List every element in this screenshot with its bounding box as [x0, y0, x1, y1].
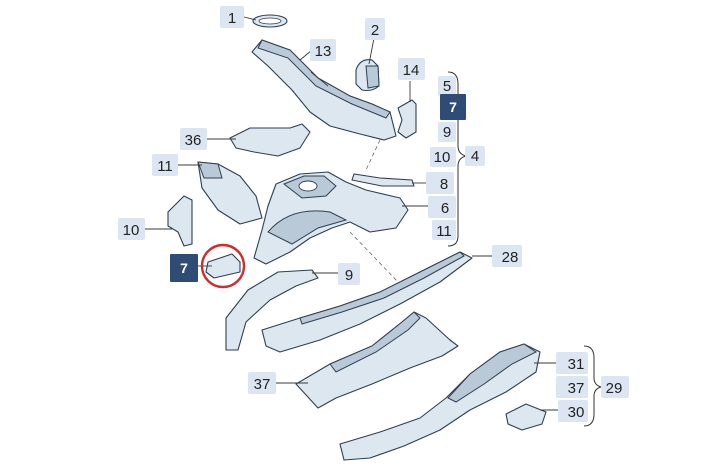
label-29[interactable]: 29 — [601, 376, 629, 398]
part-31-member-top — [447, 343, 537, 403]
part-14-bracket — [397, 99, 417, 139]
svg-text:36: 36 — [185, 132, 202, 149]
svg-text:30: 30 — [568, 404, 585, 421]
svg-text:6: 6 — [441, 200, 449, 217]
part-13-rail-face — [257, 39, 391, 119]
group-label-11[interactable]: 11 — [432, 220, 456, 240]
part-36-panel — [229, 123, 311, 157]
svg-text:5: 5 — [443, 78, 451, 95]
dashed-guide-1 — [349, 231, 399, 283]
part-1-seal-inner — [258, 17, 282, 25]
svg-text:28: 28 — [502, 249, 519, 266]
svg-text:37: 37 — [254, 376, 271, 393]
svg-text:2: 2 — [371, 22, 379, 39]
part-30-bracket — [505, 403, 547, 431]
svg-text:9: 9 — [443, 124, 451, 141]
group-label-10[interactable]: 10 — [430, 147, 456, 167]
part-2-cap-shade — [365, 65, 380, 89]
highlight-circle — [200, 243, 246, 289]
group-label-9[interactable]: 9 — [438, 122, 456, 142]
part-10-bracket — [167, 195, 193, 247]
group-label-4[interactable]: 4 — [465, 146, 485, 166]
dashed-guide-2 — [365, 139, 381, 171]
label-10-left[interactable]: 10 — [118, 218, 145, 240]
label-30[interactable]: 30 — [558, 400, 588, 422]
label-8[interactable]: 8 — [426, 172, 454, 194]
svg-text:37: 37 — [568, 380, 585, 397]
part-7-plate — [205, 253, 241, 279]
part-37-channel-top — [329, 311, 421, 373]
label-1[interactable]: 1 — [220, 6, 244, 28]
svg-text:11: 11 — [436, 223, 452, 240]
svg-text:31: 31 — [568, 356, 585, 373]
svg-text:13: 13 — [315, 43, 332, 60]
part-9-arch — [225, 269, 319, 351]
svg-text:14: 14 — [403, 62, 420, 79]
svg-text:7: 7 — [449, 99, 457, 115]
svg-text:8: 8 — [440, 176, 448, 193]
part-28-rail-edge — [299, 251, 465, 325]
svg-text:4: 4 — [471, 148, 479, 165]
label-36[interactable]: 36 — [180, 128, 207, 150]
svg-text:10: 10 — [434, 149, 451, 166]
label-6[interactable]: 6 — [428, 196, 456, 218]
label-13[interactable]: 13 — [310, 39, 336, 61]
svg-text:11: 11 — [157, 158, 173, 175]
wheelhouse-hole — [298, 180, 318, 192]
group-label-5[interactable]: 5 — [438, 76, 456, 96]
wheelhouse-arch — [267, 210, 348, 245]
label-37-upper[interactable]: 37 — [248, 372, 276, 394]
group-label-7[interactable]: 7 — [440, 94, 466, 120]
svg-text:29: 29 — [606, 380, 623, 397]
label-14[interactable]: 14 — [398, 58, 425, 80]
svg-text:7: 7 — [180, 260, 188, 276]
label-9-middle[interactable]: 9 — [338, 263, 360, 285]
part-11-shade — [197, 161, 223, 179]
label-2[interactable]: 2 — [365, 18, 385, 40]
label-28[interactable]: 28 — [492, 245, 522, 267]
svg-text:10: 10 — [123, 222, 140, 239]
part-8-strip — [351, 173, 415, 187]
label-7-left[interactable]: 7 — [170, 254, 198, 282]
label-31[interactable]: 31 — [556, 352, 588, 374]
label-37-lower[interactable]: 37 — [556, 376, 588, 398]
svg-text:9: 9 — [345, 267, 353, 284]
label-11-left[interactable]: 11 — [152, 154, 178, 176]
svg-text:1: 1 — [228, 10, 236, 27]
